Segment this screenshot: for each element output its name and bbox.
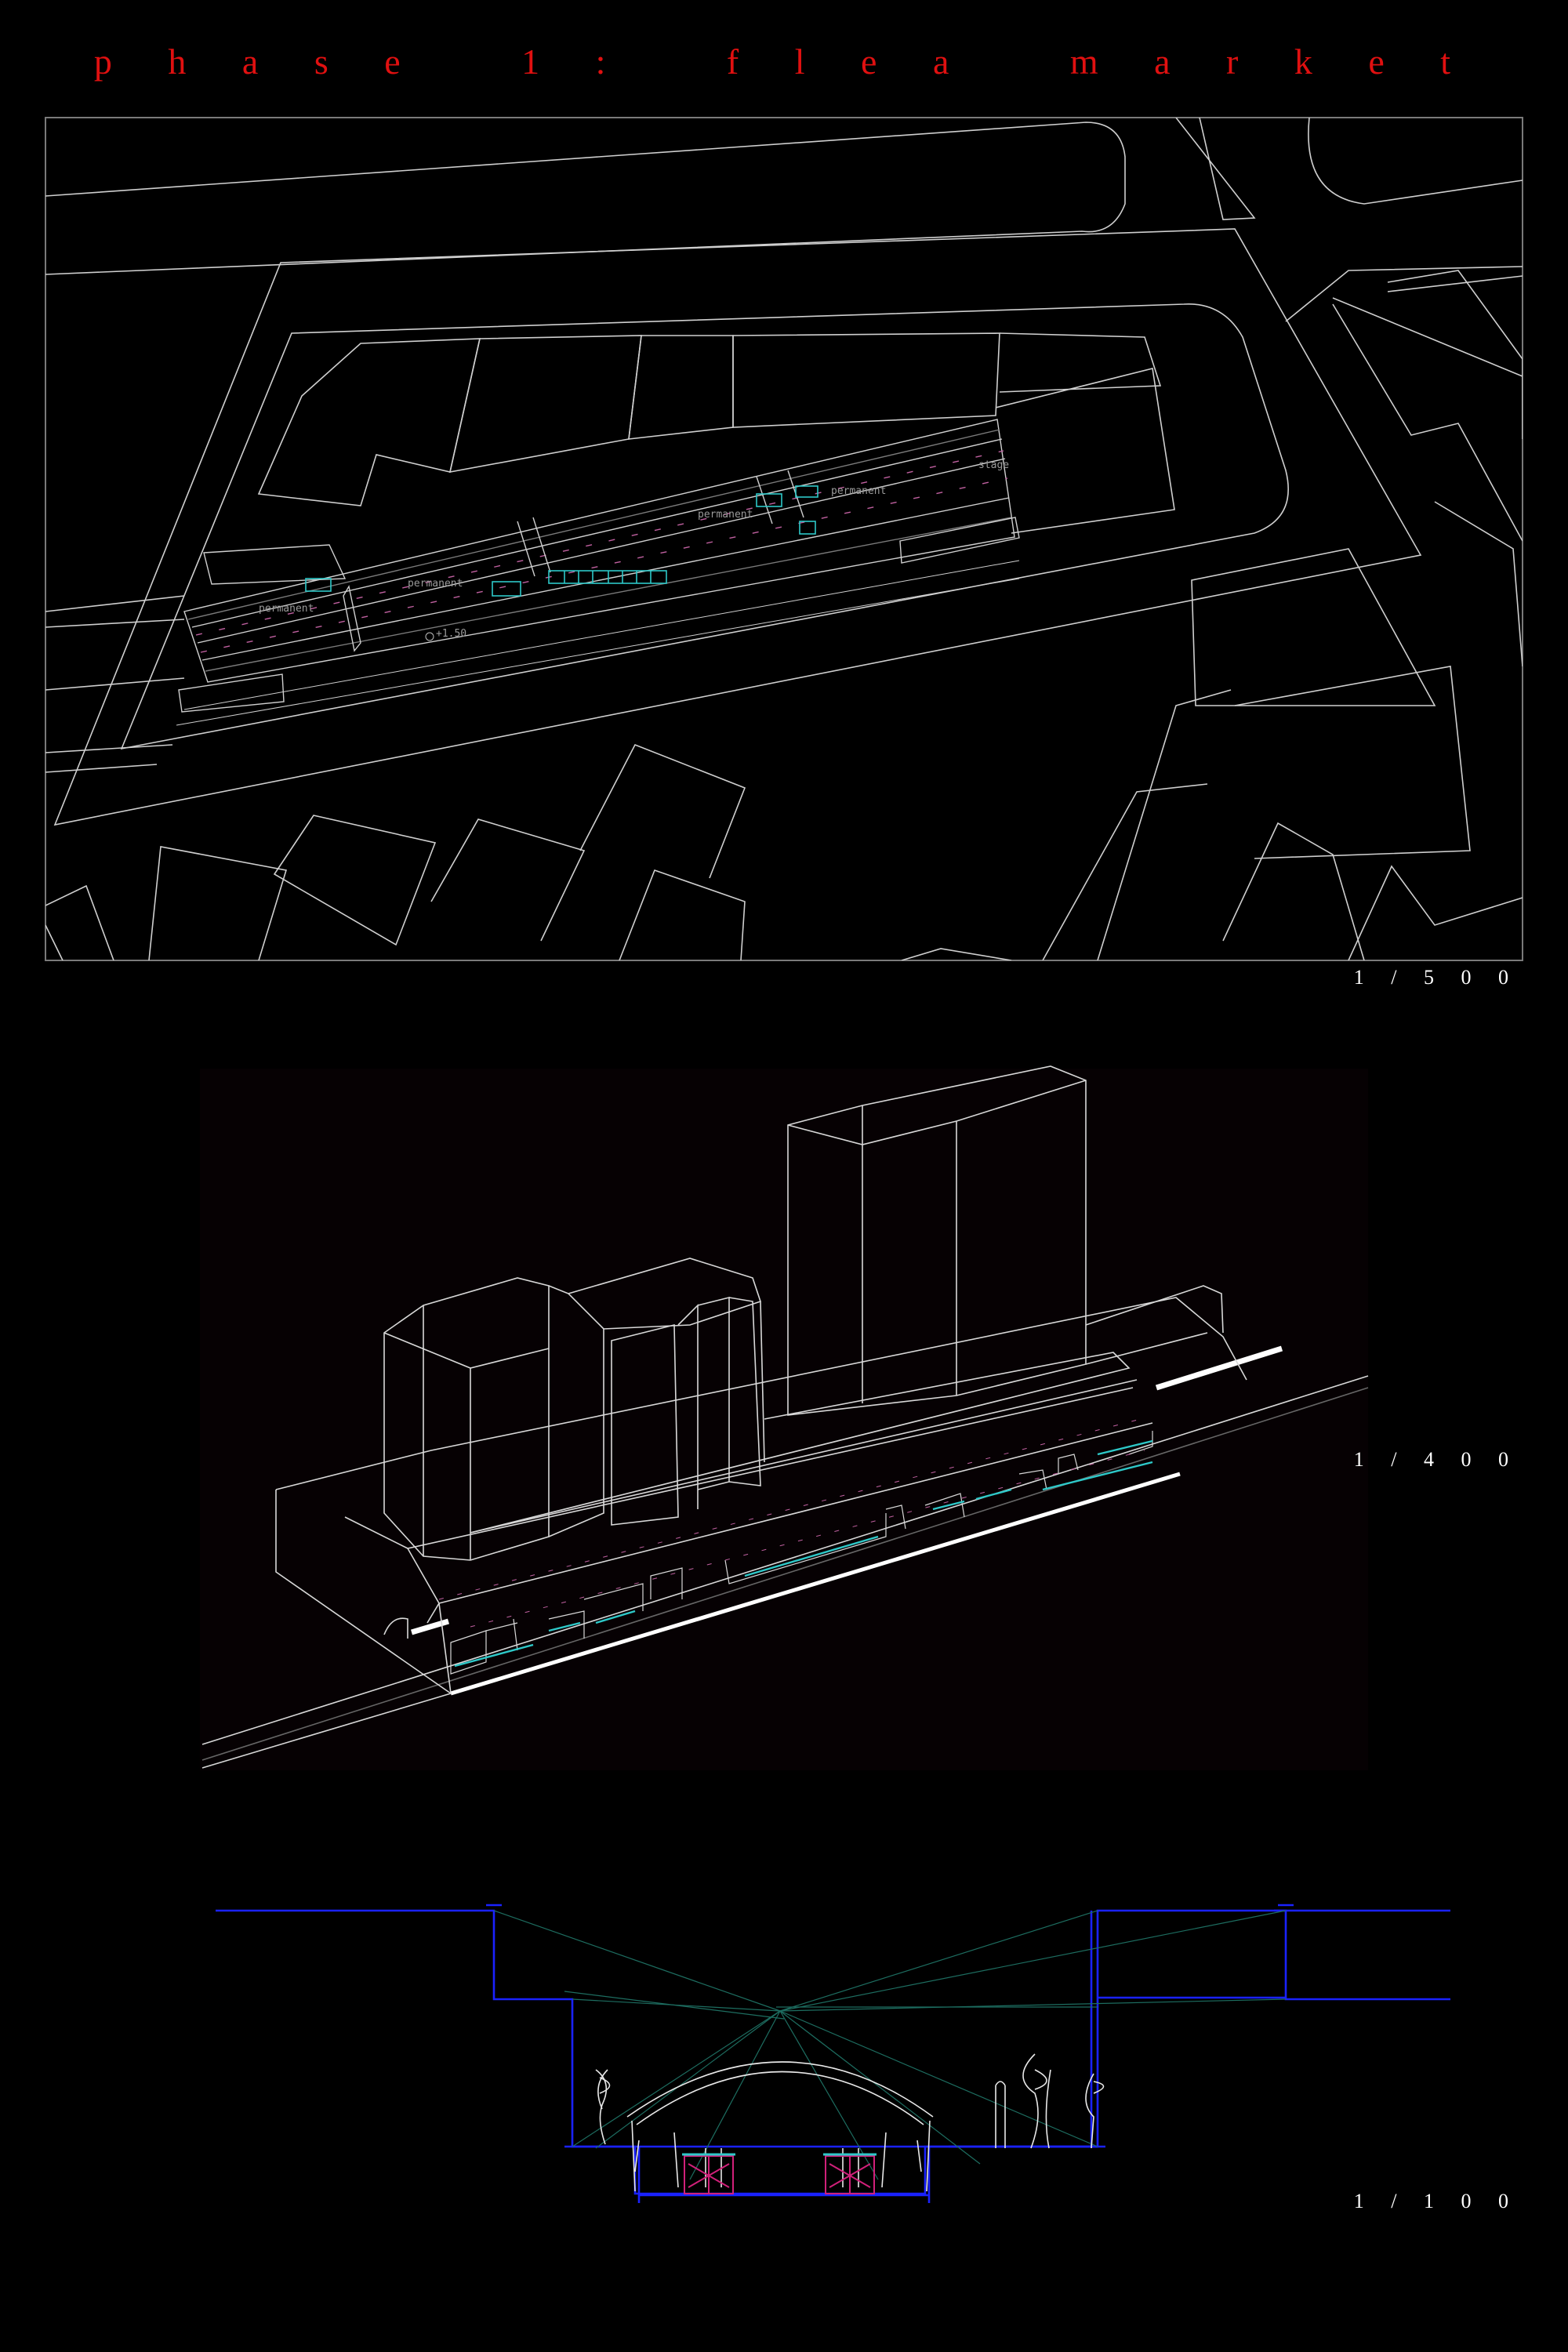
page-title: p h a s e 1 : f l e a m a r k e t xyxy=(93,42,1475,82)
block-outline xyxy=(53,228,1422,826)
section-scale-label: 1 / 1 0 0 xyxy=(1353,2190,1519,2212)
label-permanent-a: permanent xyxy=(259,603,314,615)
road-edge xyxy=(45,122,1126,275)
plan-scale-label: 1 / 5 0 0 xyxy=(1353,966,1519,989)
label-permanent-c: permanent xyxy=(698,509,753,521)
axonometric-frame xyxy=(200,1069,1368,1770)
label-permanent-b: permanent xyxy=(408,578,463,590)
label-stage: stage xyxy=(978,459,1009,471)
label-level: +1.50 xyxy=(436,628,466,640)
axonometric-drawing xyxy=(201,1065,1369,1769)
section-drawing xyxy=(216,1904,1450,2203)
axonometric-scale-label: 1 / 4 0 0 xyxy=(1353,1448,1519,1471)
label-permanent-d: permanent xyxy=(831,485,886,497)
plan-frame xyxy=(45,117,1523,961)
level-marker-icon xyxy=(425,632,434,641)
market-strip xyxy=(176,419,1020,726)
